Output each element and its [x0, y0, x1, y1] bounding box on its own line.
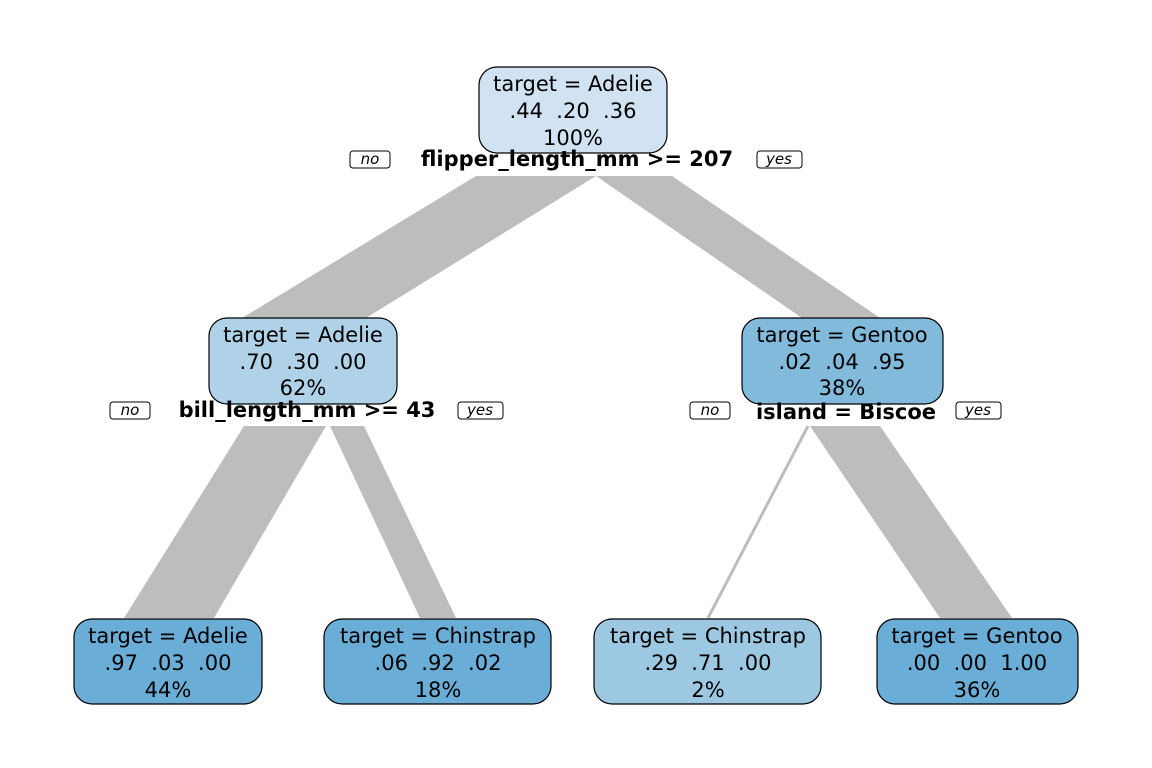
split-condition-right: island = Biscoe	[756, 400, 936, 424]
leaf-box	[73, 618, 263, 705]
leaf-box	[593, 618, 822, 705]
node-left-probs: .70 .30 .00	[240, 350, 367, 374]
yes-tag-box	[457, 401, 504, 420]
leaf-percent: 44%	[145, 678, 192, 702]
node-right: target = Gentoo .02 .04 .95 38%	[741, 317, 944, 405]
no-tag: no	[361, 150, 380, 168]
node-right-percent: 38%	[819, 376, 866, 400]
node-left-percent: 62%	[280, 376, 327, 400]
no-tag: no	[121, 401, 140, 419]
leaf-chinstrap-main: target = Chinstrap .06 .92 .02 18%	[323, 618, 552, 705]
branch-root-right	[596, 176, 880, 318]
leaf-chinstrap-minor: target = Chinstrap .29 .71 .00 2%	[593, 618, 822, 705]
no-tag-box	[349, 150, 391, 169]
leaf-class: target = Adelie	[88, 624, 248, 648]
leaf-class: target = Chinstrap	[610, 624, 806, 648]
node-left: target = Adelie .70 .30 .00 62%	[208, 317, 398, 405]
leaf-percent: 2%	[691, 678, 724, 702]
node-root-box	[478, 66, 668, 154]
branch-left-leaf1	[124, 426, 326, 618]
yes-tag-box	[756, 150, 803, 169]
split-condition-root: flipper_length_mm >= 207	[421, 147, 733, 171]
node-root-probs: .44 .20 .36	[510, 99, 637, 123]
no-tag-box	[689, 401, 731, 420]
yes-tag: yes	[765, 150, 792, 168]
branches	[124, 176, 1012, 619]
yes-tag-box	[955, 401, 1002, 420]
node-right-class: target = Gentoo	[756, 323, 927, 347]
leaf-percent: 18%	[415, 678, 462, 702]
no-tag: no	[701, 401, 720, 419]
node-root-class: target = Adelie	[493, 72, 653, 96]
branch-left-leaf2	[330, 426, 456, 618]
leaf-class: target = Gentoo	[891, 624, 1062, 648]
leaf-probs: .00 .00 1.00	[907, 651, 1047, 675]
yes-tag: yes	[964, 401, 991, 419]
leaf-probs: .06 .92 .02	[375, 651, 502, 675]
leaf-adelie: target = Adelie .97 .03 .00 44%	[73, 618, 263, 705]
leaf-box	[323, 618, 552, 705]
leaf-class: target = Chinstrap	[340, 624, 536, 648]
leaf-box	[876, 618, 1079, 705]
yes-tag: yes	[466, 401, 493, 419]
node-right-probs: .02 .04 .95	[779, 350, 906, 374]
leaf-gentoo: target = Gentoo .00 .00 1.00 36%	[876, 618, 1079, 705]
node-right-box	[741, 317, 944, 405]
no-tag-box	[109, 401, 151, 420]
split-right: no island = Biscoe yes	[689, 400, 1002, 424]
leaf-percent: 36%	[954, 678, 1001, 702]
node-root: target = Adelie .44 .20 .36 100%	[478, 66, 668, 154]
branch-right-leaf2	[810, 426, 1012, 618]
branch-right-leaf1	[706, 425, 810, 619]
branch-root-left	[242, 176, 596, 318]
split-condition-left: bill_length_mm >= 43	[179, 398, 436, 422]
split-left: no bill_length_mm >= 43 yes	[109, 398, 504, 422]
split-root: no flipper_length_mm >= 207 yes	[349, 147, 803, 171]
leaf-probs: .29 .71 .00	[645, 651, 772, 675]
node-left-class: target = Adelie	[223, 323, 383, 347]
node-left-box	[208, 317, 398, 405]
node-root-percent: 100%	[543, 126, 603, 150]
leaf-probs: .97 .03 .00	[105, 651, 232, 675]
